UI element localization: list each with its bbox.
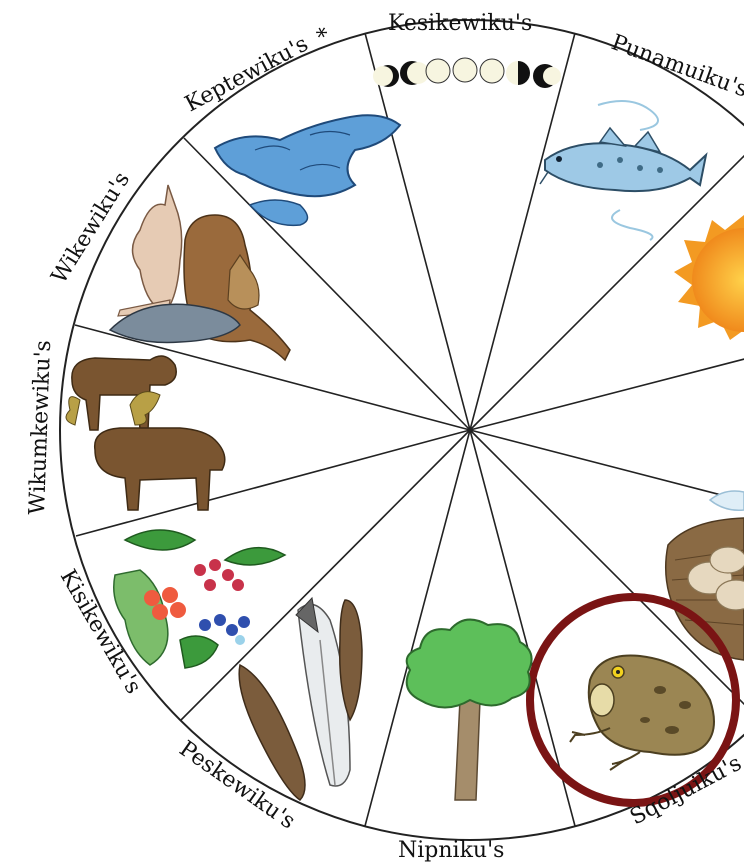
sun-icon [674,215,744,340]
label-wikumkewikus: Wikumkewiku's [25,340,56,515]
label-keptewikus: Keptewiku's [181,32,312,118]
ice-water-icon [215,115,400,225]
feathers-icon [239,598,362,800]
toad-icon [570,656,714,771]
label-kesikewikus: Kesikewiku's [388,11,532,36]
spoke [470,355,744,430]
bird-nest-icon [666,491,744,660]
spoke [365,33,470,430]
moon-phases-icon [373,58,561,88]
spoke [470,33,575,430]
label-punamuikus: Punamuiku's [608,30,744,102]
label-wikewikus: Wikewiku's [47,168,135,288]
label-keptewikus-asterisk: * [313,23,334,50]
moose-icon [66,356,225,510]
tree-icon [407,620,532,800]
berries-leaves-icon [114,530,285,668]
spoke [470,430,744,505]
label-nipnikus: Nipniku's [398,838,504,863]
label-sqoljuikus: Sqoljuiku's [626,751,744,830]
